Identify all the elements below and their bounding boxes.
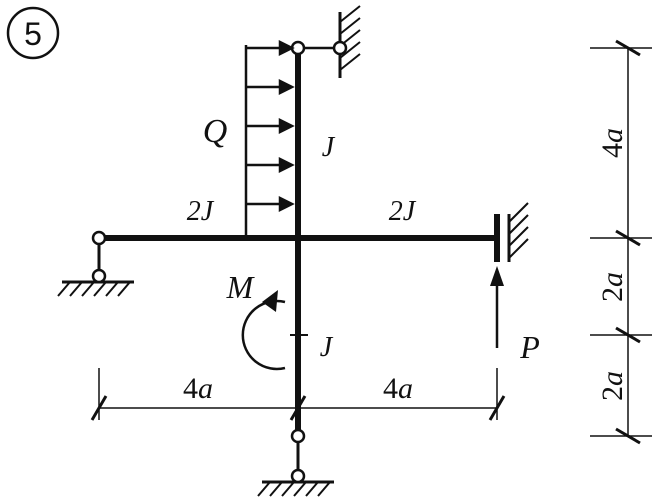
load-label-q: Q	[203, 113, 228, 150]
problem-number-badge: 5	[6, 6, 60, 60]
stiffness-labels: J J 2J 2J	[187, 132, 417, 363]
stiffness-label-top: J	[322, 132, 336, 163]
stiffness-label-bottom: J	[320, 332, 334, 363]
distributed-load: Q	[203, 39, 295, 238]
frame-members	[96, 45, 500, 439]
left-pinned-support	[57, 230, 134, 297]
top-wall-hinge	[332, 40, 348, 56]
top-support	[290, 5, 361, 78]
load-label-p: P	[519, 329, 540, 365]
bottom-pinned-support	[257, 428, 334, 497]
load-label-m: M	[226, 269, 256, 305]
bottom-hinge	[290, 428, 306, 444]
left-ground-hinge	[91, 268, 107, 284]
dim-left: 4a	[183, 372, 213, 405]
dim-right: 4a	[383, 372, 413, 405]
problem-number: 5	[24, 16, 42, 52]
horizontal-dimension	[90, 368, 506, 421]
vertical-dimension-labels: 4a 2a 2a	[596, 128, 629, 401]
right-fixed-support	[494, 202, 529, 262]
dim-bottom: 2a	[596, 371, 629, 401]
dim-top: 4a	[596, 128, 629, 158]
horizontal-dimension-labels: 4a 4a	[183, 372, 413, 405]
dim-middle: 2a	[596, 272, 629, 302]
left-hinge	[91, 230, 107, 246]
stiffness-label-left: 2J	[187, 196, 215, 227]
vertical-dimension	[590, 39, 652, 445]
stiffness-label-right: 2J	[389, 196, 417, 227]
bottom-ground-hinge	[290, 468, 306, 484]
moment-load: M	[226, 269, 308, 371]
point-load: P	[490, 266, 540, 365]
